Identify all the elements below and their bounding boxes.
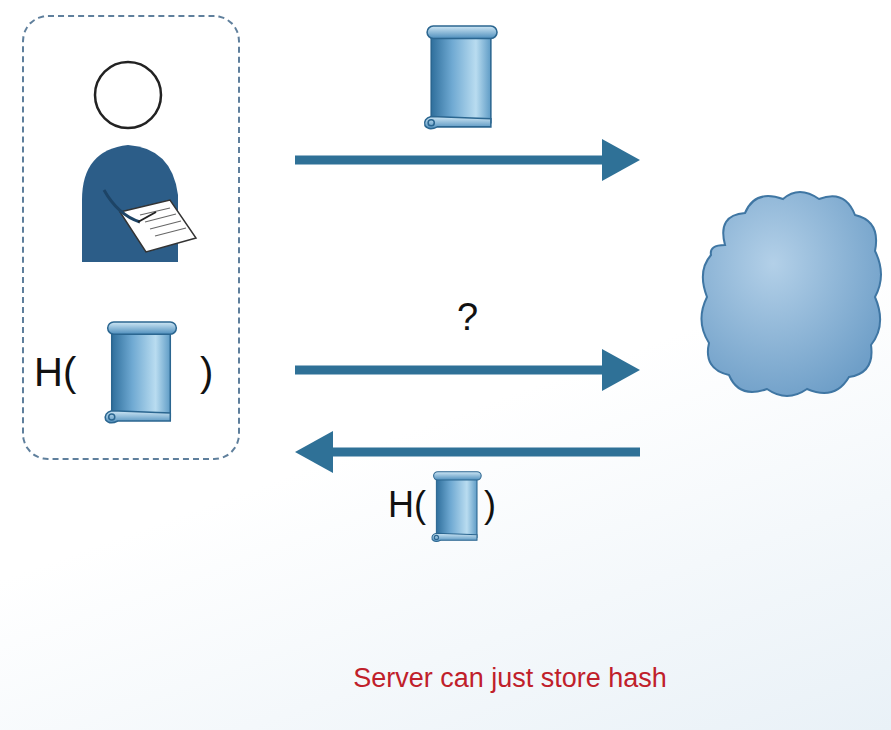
cloud-shape <box>695 185 887 403</box>
person-icon <box>82 62 196 262</box>
hash-text: ) <box>484 485 496 525</box>
arrow-connector <box>295 366 602 375</box>
hash-text: H( <box>388 485 426 525</box>
caption: Server can just store hash <box>130 662 890 694</box>
dashed-client-box: H() <box>22 15 240 460</box>
arrow-connector <box>295 156 602 165</box>
document-icon <box>432 472 481 542</box>
document-icon <box>425 26 497 129</box>
edge-label: ? <box>457 297 478 339</box>
document-icon <box>105 322 176 423</box>
server-cloud <box>695 185 887 403</box>
hash-text: ) <box>200 350 213 394</box>
arrow-connector <box>333 448 640 457</box>
cloud-outline <box>701 192 881 396</box>
hash-text: H( <box>34 350 76 394</box>
